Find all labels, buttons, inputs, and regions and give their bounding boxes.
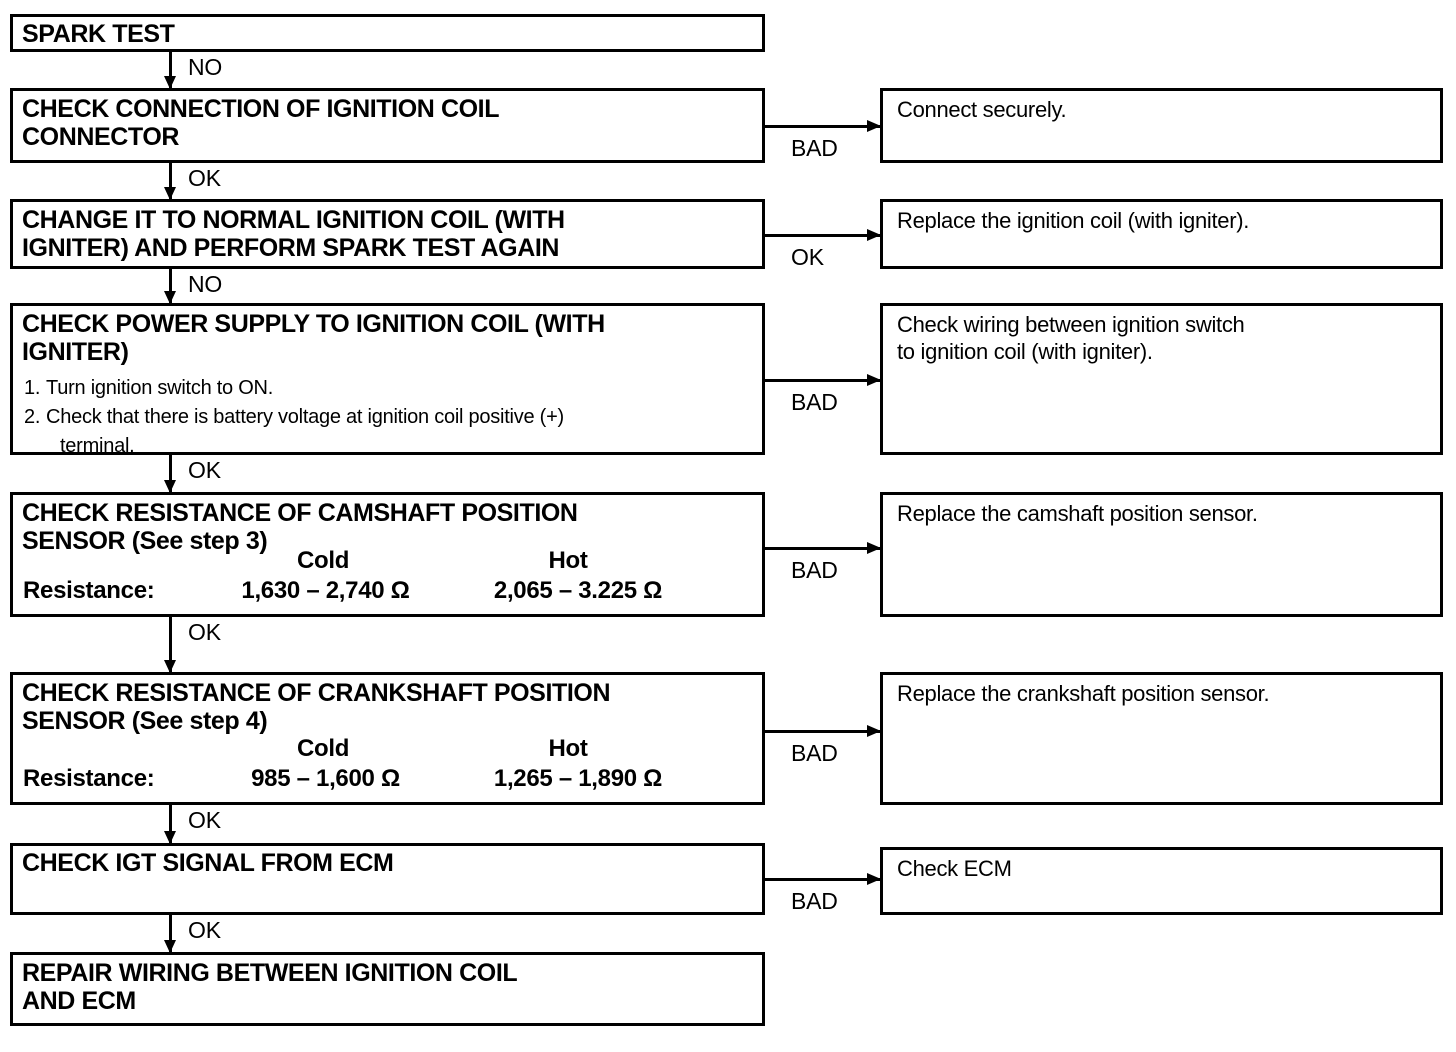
process-heading: CHECK CONNECTION OF IGNITION COIL CONNEC…: [22, 95, 500, 151]
connector-line: [765, 730, 880, 733]
resistance-table: Cold Hot Resistance: 1,630 – 2,740 Ω 2,0…: [13, 547, 762, 609]
substep-text-continued: terminal.: [60, 435, 135, 457]
substep-list: 1. Turn ignition switch to ON. 2. Check …: [24, 374, 756, 461]
connector-label: BAD: [791, 888, 838, 914]
outcome-text: Replace the camshaft position sensor.: [897, 501, 1258, 526]
outcome-box-replace-crankshaft-sensor[interactable]: Replace the crankshaft position sensor.: [880, 672, 1443, 805]
substep-number: 2.: [24, 406, 41, 428]
arrowhead-down-icon: [164, 187, 176, 200]
resistance-value-row: Resistance: 985 – 1,600 Ω 1,265 – 1,890 …: [13, 765, 762, 797]
arrowhead-right-icon: [867, 542, 881, 554]
hot-column-header: Hot: [548, 547, 588, 574]
process-heading: SPARK TEST: [22, 20, 175, 48]
connector-line: [765, 878, 880, 881]
outcome-text: Replace the crankshaft position sensor.: [897, 681, 1270, 706]
process-heading: CHANGE IT TO NORMAL IGNITION COIL (WITH …: [22, 206, 565, 262]
outcome-box-replace-camshaft-sensor[interactable]: Replace the camshaft position sensor.: [880, 492, 1443, 617]
process-heading: CHECK RESISTANCE OF CAMSHAFT POSITION SE…: [22, 499, 578, 555]
hot-resistance-value: 2,065 – 3.225 Ω: [493, 577, 663, 604]
arrowhead-right-icon: [867, 873, 881, 885]
connector-label: OK: [188, 807, 221, 833]
substep-number: 1.: [24, 377, 41, 399]
cold-column-header: Cold: [296, 735, 350, 762]
arrowhead-down-icon: [164, 76, 176, 89]
connector-line: [169, 617, 172, 672]
outcome-text: Replace the ignition coil (with igniter)…: [897, 208, 1250, 233]
connector-line: [169, 915, 172, 952]
outcome-text: Connect securely.: [897, 97, 1067, 122]
connector-line: [169, 805, 172, 843]
process-heading: CHECK RESISTANCE OF CRANKSHAFT POSITION …: [22, 679, 611, 735]
connector-label: OK: [791, 244, 824, 270]
connector-label: OK: [188, 457, 221, 483]
connector-line: [169, 52, 172, 88]
connector-label: BAD: [791, 135, 838, 161]
process-box-spark-test[interactable]: SPARK TEST: [10, 14, 765, 52]
outcome-box-replace-ignition-coil[interactable]: Replace the ignition coil (with igniter)…: [880, 199, 1443, 269]
resistance-table: Cold Hot Resistance: 985 – 1,600 Ω 1,265…: [13, 735, 762, 797]
connector-line: [765, 547, 880, 550]
resistance-label: Resistance:: [23, 765, 155, 792]
arrowhead-right-icon: [867, 725, 881, 737]
substep-item: 2. Check that there is battery voltage a…: [24, 403, 756, 461]
process-box-check-igt-signal[interactable]: CHECK IGT SIGNAL FROM ECM: [10, 843, 765, 915]
process-box-check-power-supply[interactable]: CHECK POWER SUPPLY TO IGNITION COIL (WIT…: [10, 303, 765, 457]
outcome-text: Check wiring between ignition switch to …: [897, 312, 1245, 364]
connector-label: OK: [188, 165, 221, 191]
outcome-box-check-wiring[interactable]: Check wiring between ignition switch to …: [880, 303, 1443, 455]
outcome-text: Check ECM: [897, 856, 1012, 881]
substep-item: 1. Turn ignition switch to ON.: [24, 374, 756, 403]
cold-resistance-value: 985 – 1,600 Ω: [251, 765, 400, 792]
cold-resistance-value: 1,630 – 2,740 Ω: [241, 577, 410, 604]
connector-line: [765, 379, 880, 382]
process-box-check-crankshaft-sensor[interactable]: CHECK RESISTANCE OF CRANKSHAFT POSITION …: [10, 672, 765, 805]
process-box-change-coil[interactable]: CHANGE IT TO NORMAL IGNITION COIL (WITH …: [10, 199, 765, 269]
connector-line: [169, 269, 172, 303]
arrowhead-right-icon: [867, 374, 881, 386]
substep-text: Check that there is battery voltage at i…: [46, 406, 564, 428]
hot-resistance-value: 1,265 – 1,890 Ω: [493, 765, 663, 792]
connector-line: [169, 455, 172, 492]
cold-column-header: Cold: [296, 547, 350, 574]
arrowhead-down-icon: [164, 480, 176, 493]
resistance-value-row: Resistance: 1,630 – 2,740 Ω 2,065 – 3.22…: [13, 577, 762, 609]
hot-column-header: Hot: [548, 735, 588, 762]
connector-label: NO: [188, 271, 223, 297]
connector-label: OK: [188, 917, 221, 943]
outcome-box-check-ecm[interactable]: Check ECM: [880, 847, 1443, 915]
arrowhead-right-icon: [867, 120, 881, 132]
connector-label: NO: [188, 54, 223, 80]
substep-text: Turn ignition switch to ON.: [46, 377, 274, 399]
connector-label: BAD: [791, 557, 838, 583]
connector-line: [765, 125, 880, 128]
outcome-box-connect-securely[interactable]: Connect securely.: [880, 88, 1443, 163]
resistance-header-row: Cold Hot: [13, 735, 762, 765]
process-box-check-camshaft-sensor[interactable]: CHECK RESISTANCE OF CAMSHAFT POSITION SE…: [10, 492, 765, 617]
arrowhead-down-icon: [164, 940, 176, 953]
arrowhead-down-icon: [164, 660, 176, 673]
process-box-check-connection[interactable]: CHECK CONNECTION OF IGNITION COIL CONNEC…: [10, 88, 765, 163]
process-heading: CHECK POWER SUPPLY TO IGNITION COIL (WIT…: [22, 310, 605, 366]
connector-line: [765, 234, 880, 237]
resistance-header-row: Cold Hot: [13, 547, 762, 577]
arrowhead-down-icon: [164, 291, 176, 304]
arrowhead-down-icon: [164, 831, 176, 844]
process-heading: REPAIR WIRING BETWEEN IGNITION COIL AND …: [22, 959, 518, 1015]
process-box-repair-wiring[interactable]: REPAIR WIRING BETWEEN IGNITION COIL AND …: [10, 952, 765, 1026]
connector-label: OK: [188, 619, 221, 645]
resistance-label: Resistance:: [23, 577, 155, 604]
connector-label: BAD: [791, 740, 838, 766]
connector-line: [169, 163, 172, 199]
process-heading: CHECK IGT SIGNAL FROM ECM: [22, 849, 394, 877]
connector-label: BAD: [791, 389, 838, 415]
arrowhead-right-icon: [867, 229, 881, 241]
